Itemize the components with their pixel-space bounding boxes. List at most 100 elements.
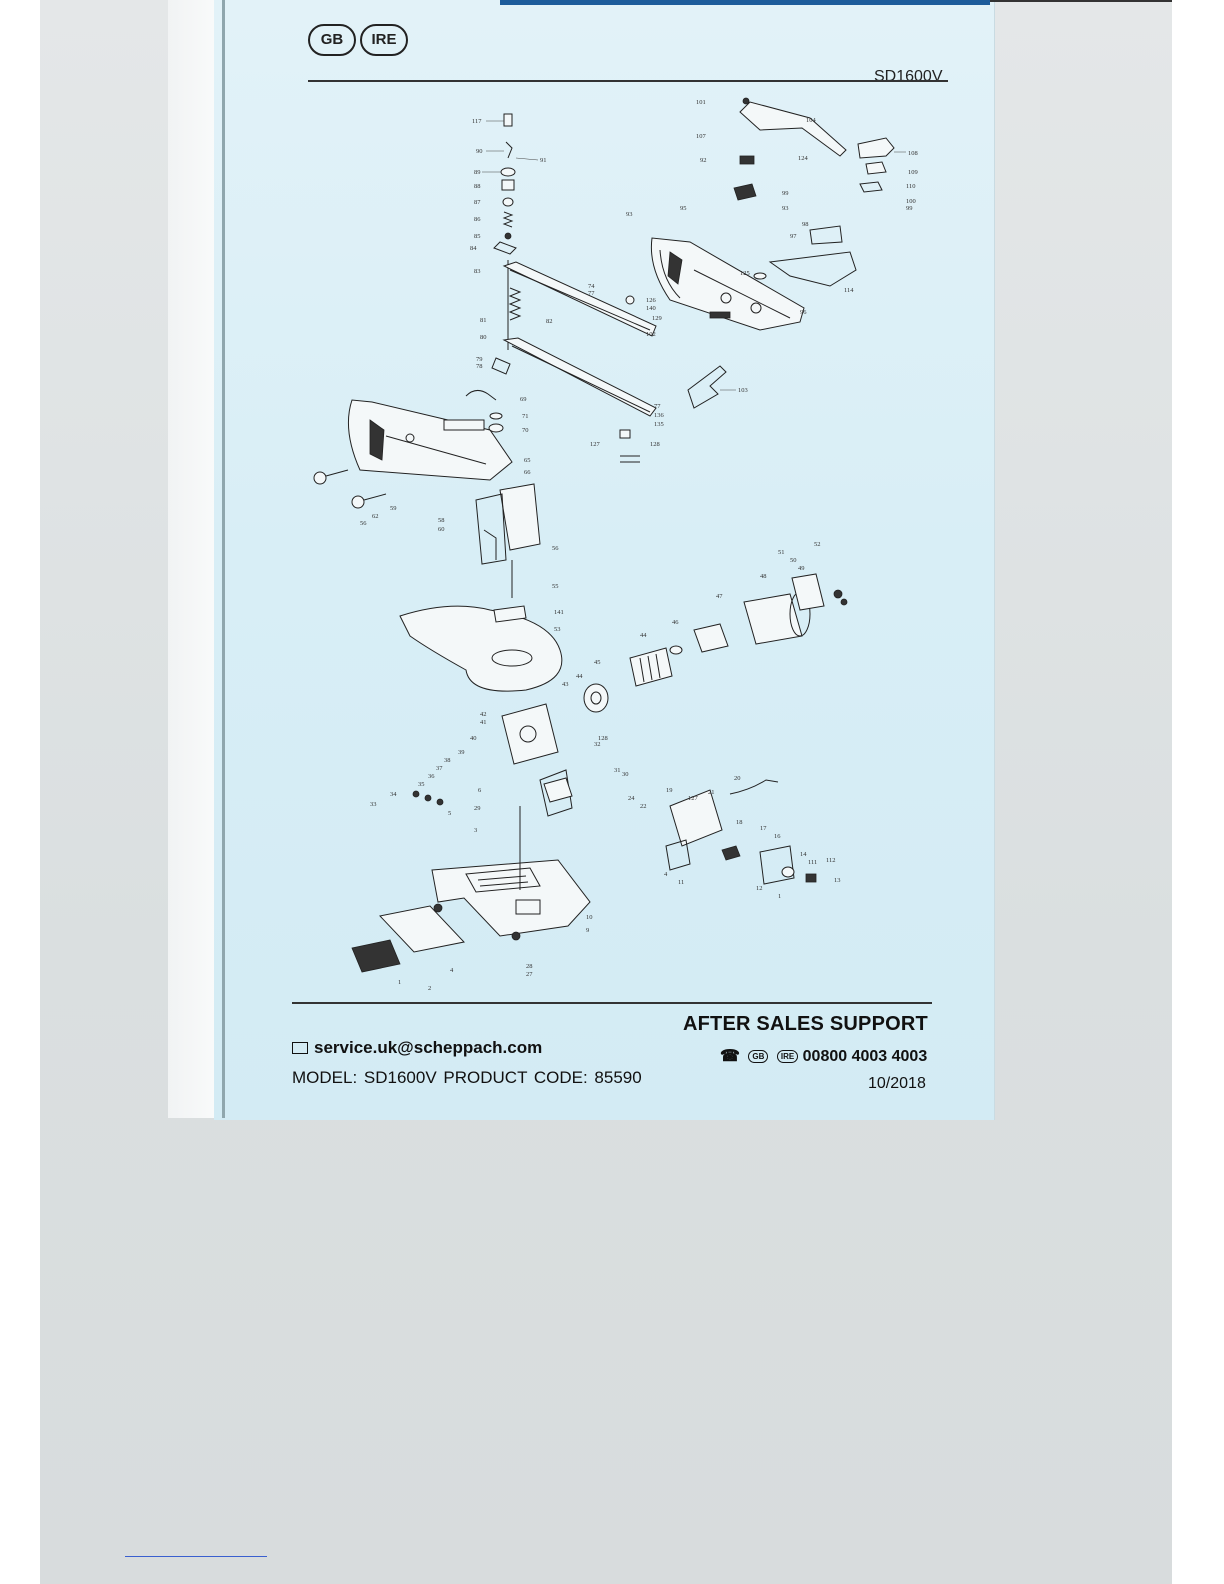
part-label-90: 90 bbox=[476, 148, 483, 155]
part-label-53: 53 bbox=[554, 626, 561, 633]
part-label-58: 60 bbox=[438, 526, 445, 533]
part-label-13: 13 bbox=[834, 877, 841, 884]
part-label-88: 88 bbox=[474, 183, 481, 190]
part-label-56: 56 bbox=[552, 545, 559, 552]
part-label-51: 51 bbox=[778, 549, 785, 556]
part-label-136: 126 bbox=[646, 297, 657, 304]
part-label-62: 59 bbox=[390, 505, 397, 512]
scan-artifact-line bbox=[125, 1556, 267, 1557]
part-label-31: 31 bbox=[614, 767, 621, 774]
publication-date: 10/2018 bbox=[868, 1075, 926, 1092]
upper-arm: 74 77 126 140 129 102 77 136 135 127 128 bbox=[502, 261, 665, 463]
blade-clamp-column: 117 90 91 89 88 87 86 85 84 83 81 82 80 … bbox=[470, 113, 553, 375]
part-label-135: 140 bbox=[646, 305, 656, 312]
front-housing: 65 66 67 69 71 70 bbox=[347, 390, 531, 492]
part-label-91: 91 bbox=[540, 157, 547, 164]
drive-housing: 42 41 40 39 38 37 36 35 34 33 6 5 32 31 … bbox=[370, 703, 629, 817]
part-label-127b: 127 bbox=[688, 795, 699, 802]
telephone-icon: ☎ bbox=[720, 1048, 740, 1065]
knobs: 59 62 56 bbox=[313, 469, 397, 527]
part-label-14: 14 bbox=[800, 851, 807, 858]
part-label-120: 111 bbox=[808, 859, 817, 866]
part-label-109: 100 bbox=[906, 198, 916, 205]
part-label-37: 37 bbox=[436, 765, 443, 772]
part-label-81: 81 bbox=[480, 317, 487, 324]
part-label-100: 99 bbox=[782, 190, 789, 197]
part-label-39: 39 bbox=[458, 749, 465, 756]
part-label-77: 77 bbox=[654, 403, 661, 410]
part-label-20: 20 bbox=[734, 775, 741, 782]
email-contact: service.uk@scheppach.com bbox=[292, 1038, 542, 1058]
model-header: SD1600V bbox=[874, 68, 943, 85]
part-label-33: 33 bbox=[370, 801, 377, 808]
flag-ire: IRE bbox=[360, 24, 408, 56]
manual-page bbox=[214, 0, 994, 1120]
part-label-38: 38 bbox=[444, 757, 451, 764]
part-label-46: 46 bbox=[672, 619, 679, 626]
after-sales-heading: AFTER SALES SUPPORT bbox=[683, 1013, 928, 1035]
part-label-27: 27 bbox=[526, 971, 533, 978]
part-label-60: 56 bbox=[360, 520, 367, 527]
part-label-21: 21 bbox=[708, 789, 715, 796]
switch-and-cable: 20 21 19 127 18 17 16 14 111 112 13 12 1… bbox=[628, 775, 841, 900]
part-label-49: 49 bbox=[798, 565, 805, 572]
part-label-55: 55 bbox=[552, 583, 559, 590]
part-label-128: 128 bbox=[650, 441, 660, 448]
part-label-4: 4 bbox=[450, 967, 454, 974]
part-label-133: 135 bbox=[654, 421, 664, 428]
part-label-40: 40 bbox=[470, 735, 477, 742]
email-address: service.uk@scheppach.com bbox=[314, 1038, 543, 1057]
motor-cover-and-bracket: 56 58 60 55 bbox=[438, 483, 559, 598]
part-label-137: 129 bbox=[652, 315, 662, 322]
part-label-44: 44 bbox=[640, 632, 647, 639]
part-label-19: 19 bbox=[666, 787, 673, 794]
part-label-74: 74 bbox=[588, 283, 595, 290]
part-label-119: 1 bbox=[778, 893, 781, 900]
top-cover-assembly: 101 104 107 124 92 108 109 110 100 99 99… bbox=[696, 97, 918, 294]
part-label-28: 28 bbox=[526, 963, 533, 970]
part-label-125: 125 bbox=[740, 270, 750, 277]
part-label-103: 104 bbox=[806, 117, 817, 124]
front-tray: 4 1 2 bbox=[351, 905, 465, 992]
part-label-141: 141 bbox=[554, 609, 564, 616]
part-label-126: 102 bbox=[646, 331, 656, 338]
part-label-73: 77 bbox=[588, 290, 595, 297]
part-label-43: 43 bbox=[562, 681, 569, 688]
page-binding-edge bbox=[222, 0, 225, 1118]
part-label-29: 29 bbox=[474, 805, 481, 812]
phone-flag-ire: IRE bbox=[776, 1050, 799, 1063]
part-label-42: 42 bbox=[480, 711, 487, 718]
phone-number: 00800 4003 4003 bbox=[802, 1048, 928, 1065]
part-label-93: 93 bbox=[626, 211, 633, 218]
part-label-80: 80 bbox=[480, 334, 487, 341]
base-assembly: 29 3 10 9 28 27 bbox=[431, 805, 593, 978]
part-label-79: 79 bbox=[476, 356, 483, 363]
part-label-71: 71 bbox=[522, 413, 529, 420]
part-label-18: 18 bbox=[736, 819, 743, 826]
rear-housing: 93 95 125 96 bbox=[626, 205, 807, 331]
scan-margin-left bbox=[0, 0, 40, 1584]
header-rule bbox=[308, 80, 948, 82]
part-label-10: 10 bbox=[586, 914, 593, 921]
part-label-108: 110 bbox=[906, 183, 916, 190]
part-label-102: 101 bbox=[696, 99, 706, 106]
part-label-107: 108 bbox=[908, 150, 918, 157]
part-label-83: 83 bbox=[474, 268, 481, 275]
part-label-41: 41 bbox=[480, 719, 487, 726]
part-label-2: 2 bbox=[428, 985, 431, 992]
part-label-115: 4 bbox=[664, 871, 668, 878]
part-label-30: 30 bbox=[622, 771, 629, 778]
part-label-36: 36 bbox=[428, 773, 435, 780]
part-label-47: 47 bbox=[716, 593, 723, 600]
part-label-16: 16 bbox=[774, 833, 781, 840]
part-label-65: 65 bbox=[524, 457, 531, 464]
part-label-97: 97 bbox=[790, 233, 797, 240]
part-label-127: 127 bbox=[590, 441, 601, 448]
part-label-34: 34 bbox=[390, 791, 397, 798]
motor-assembly: 52 51 50 49 48 47 46 44 45 44 43 bbox=[562, 541, 848, 713]
part-label-11: 11 bbox=[678, 879, 684, 886]
part-label-124: 109 bbox=[908, 169, 918, 176]
part-label-44b: 44 bbox=[576, 673, 583, 680]
model-product-code: MODEL: SD1600V PRODUCT CODE: 85590 bbox=[292, 1068, 642, 1087]
part-label-82: 82 bbox=[546, 318, 553, 325]
